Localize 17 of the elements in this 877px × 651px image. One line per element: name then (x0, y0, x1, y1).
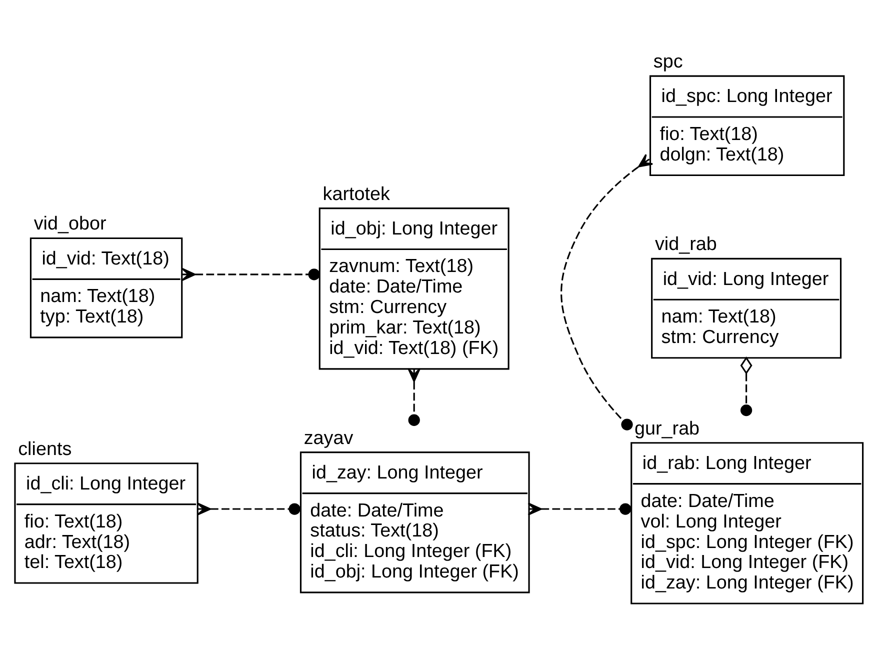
connector (528, 502, 632, 515)
connector (196, 502, 300, 515)
node-label: zayav (304, 427, 354, 448)
connector (560, 153, 654, 430)
connector (408, 367, 421, 426)
node-label: vid_rab (654, 234, 717, 255)
connector (740, 356, 752, 416)
node-label: spc (653, 51, 683, 72)
node-box: id_obj: Long Integer zavnum: Text(18) date: Date/Time stm: Currency prim_kar: Text(18) id_vid: Text(18) (FK) (318, 207, 510, 370)
connector (182, 267, 320, 280)
node-label: clients (18, 438, 72, 460)
node-box: id_spc: Long Integer fio: Text(18) dolgn: Text(18) (649, 74, 845, 176)
node-label: gur_rab (634, 418, 700, 439)
node-box: id_zay: Long Integer date: Date/Time status: Text(18) id_cli: Long Integer (FK) id_obj: Long Integer (FK) (300, 451, 530, 593)
node-box: id_vid: Text(18) nam: Text(18) typ: Text(18) (30, 236, 183, 338)
node-label: kartotek (322, 183, 390, 204)
node-label: vid_obor (34, 213, 106, 234)
